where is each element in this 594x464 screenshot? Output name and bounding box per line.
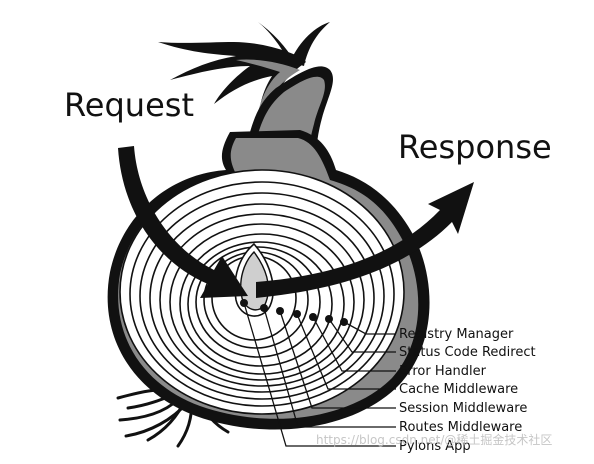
- layer-labels: Registry Manager Status Code Redirect Er…: [399, 327, 536, 454]
- layer-label-status-code-redirect: Status Code Redirect: [399, 345, 536, 360]
- layer-label-error-handler: Error Handler: [399, 364, 487, 379]
- watermark: https://blog.csdn.net/@稀土掘金技术社区: [316, 432, 552, 447]
- response-label: Response: [398, 128, 552, 166]
- layer-label-registry-manager: Registry Manager: [399, 327, 514, 342]
- layer-label-pylons-app: Pylons App: [399, 439, 471, 454]
- layer-label-cache-middleware: Cache Middleware: [399, 382, 518, 397]
- response-arrow: [256, 182, 474, 298]
- request-label: Request: [64, 86, 194, 124]
- layer-dot: [260, 304, 268, 312]
- layer-dot: [240, 299, 248, 307]
- layer-label-routes-middleware: Routes Middleware: [399, 420, 522, 435]
- layer-callouts: [243, 302, 396, 447]
- layer-dot: [276, 307, 284, 315]
- layer-dot: [325, 315, 333, 323]
- layer-dots: [240, 299, 348, 326]
- layer-dot: [309, 313, 317, 321]
- layer-label-session-middleware: Session Middleware: [399, 401, 527, 416]
- request-arrow: [118, 146, 248, 298]
- layer-dot: [293, 310, 301, 318]
- layer-dot: [340, 318, 348, 326]
